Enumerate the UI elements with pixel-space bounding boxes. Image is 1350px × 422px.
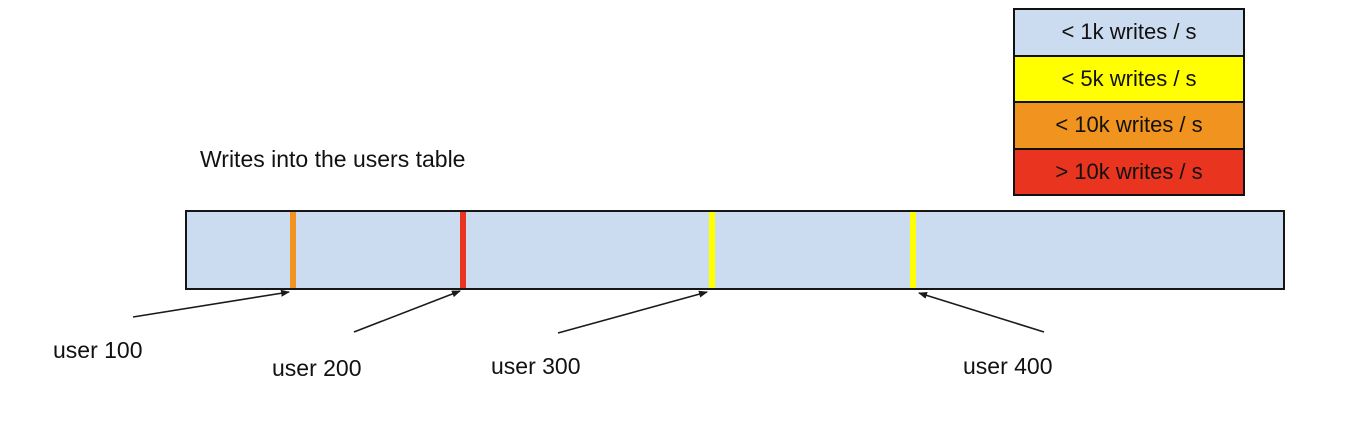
- write-marker-user-400: [910, 212, 916, 288]
- users-table-band: [185, 210, 1285, 290]
- callout-user-300: user 300: [491, 353, 581, 379]
- arrow-user-100: [132, 289, 290, 318]
- legend-item-lt-1k: < 1k writes / s: [1015, 10, 1243, 57]
- legend-item-lt-10k: < 10k writes / s: [1015, 103, 1243, 150]
- legend: < 1k writes / s < 5k writes / s < 10k wr…: [1013, 8, 1245, 196]
- write-marker-user-300: [709, 212, 715, 288]
- write-marker-user-100: [290, 212, 296, 288]
- callout-user-400: user 400: [963, 353, 1053, 379]
- arrow-user-300: [557, 290, 708, 334]
- arrow-user-400: [918, 292, 1045, 333]
- write-marker-user-200: [460, 212, 466, 288]
- callout-user-100: user 100: [53, 337, 143, 363]
- arrow-user-200: [353, 290, 461, 333]
- legend-item-gt-10k: > 10k writes / s: [1015, 149, 1243, 194]
- callout-user-200: user 200: [272, 355, 362, 381]
- diagram-title: Writes into the users table: [200, 146, 466, 172]
- legend-item-lt-5k: < 5k writes / s: [1015, 56, 1243, 103]
